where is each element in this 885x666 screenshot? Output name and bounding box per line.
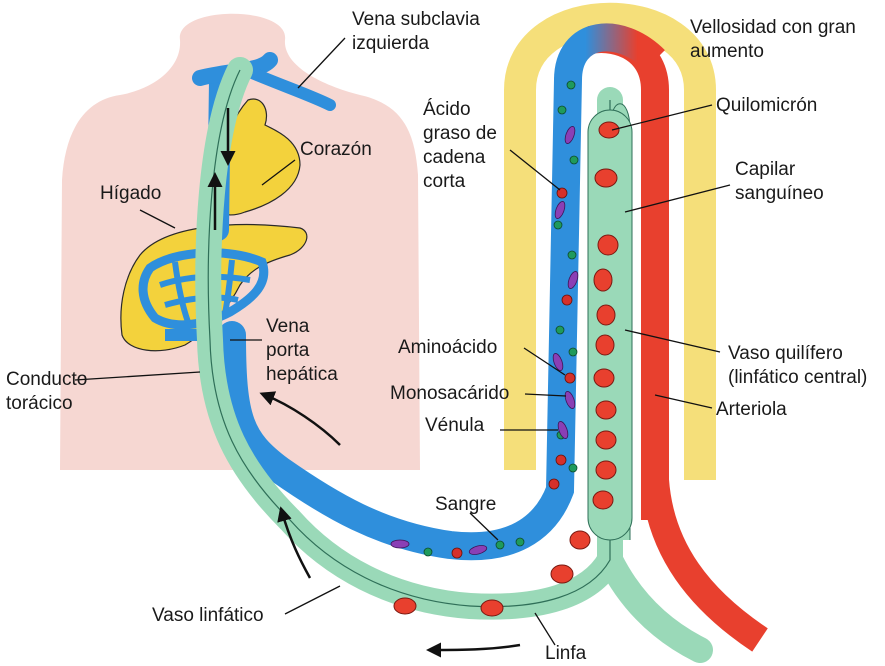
lacteal-body bbox=[587, 109, 633, 541]
chylomicrons bbox=[393, 121, 620, 617]
label-corazon: Corazón bbox=[300, 139, 372, 160]
villus-wall bbox=[504, 2, 716, 480]
label-venula: Vénula bbox=[425, 415, 485, 436]
label-vaso-linfatico: Vaso linfático bbox=[152, 605, 264, 626]
label-vena-porta: Vena porta hepática bbox=[266, 316, 338, 385]
portal-vein bbox=[218, 66, 582, 561]
label-monosacarido: Monosacárido bbox=[390, 383, 510, 404]
arteriole-exit bbox=[641, 478, 768, 652]
label-sangre: Sangre bbox=[435, 494, 497, 515]
label-aminoacido: Aminoácido bbox=[398, 337, 498, 358]
label-acido-graso: Ácido graso de cadena corta bbox=[423, 99, 497, 192]
fatty-acids bbox=[451, 187, 576, 559]
label-quilomicron: Quilomicrón bbox=[716, 95, 818, 116]
monosaccharides bbox=[390, 126, 579, 555]
lymph-vessel-2 bbox=[597, 547, 713, 663]
flow-arrows bbox=[207, 108, 521, 658]
label-arteriola: Arteriola bbox=[716, 399, 787, 420]
label-vena-subclavia: Vena subclavia izquierda bbox=[352, 9, 480, 54]
label-linfa: Linfa bbox=[545, 643, 587, 664]
label-vaso-quilifero: Vaso quilífero (linfático central) bbox=[728, 343, 868, 388]
label-higado: Hígado bbox=[100, 183, 162, 204]
label-capilar: Capilar sanguíneo bbox=[735, 159, 824, 204]
label-conducto: Conducto torácico bbox=[6, 369, 88, 414]
pointer-lines bbox=[74, 37, 731, 646]
label-vellosidad: Vellosidad con gran aumento bbox=[690, 17, 856, 62]
capillary-top bbox=[554, 23, 665, 82]
